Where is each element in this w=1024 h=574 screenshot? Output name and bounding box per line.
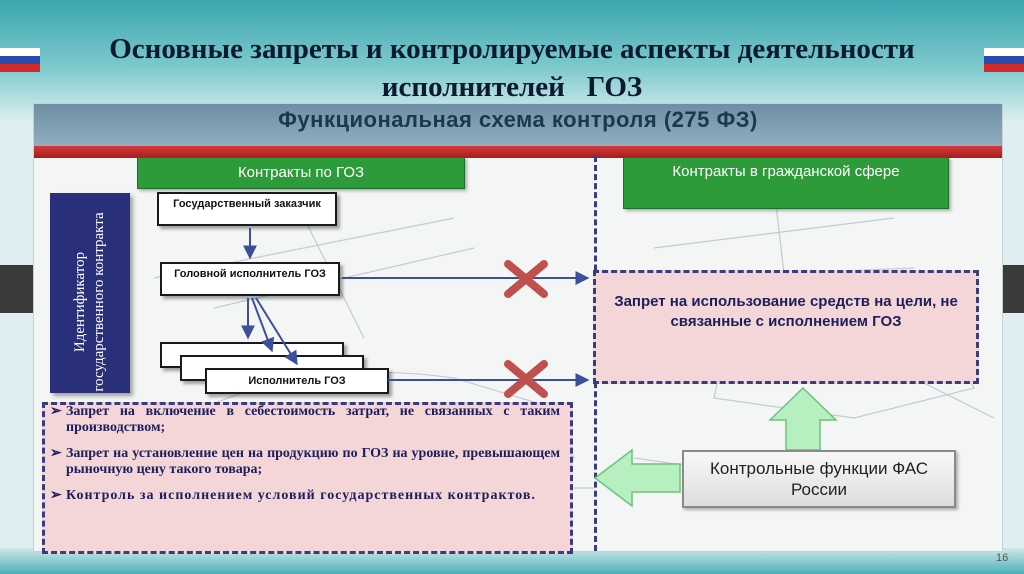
bullet-marker-icon: ➢ bbox=[50, 488, 63, 503]
slide-title-line1: Основные запреты и контролируемые аспект… bbox=[109, 33, 915, 65]
bullet-item: ➢Запрет на включение в себестоимость зат… bbox=[50, 404, 560, 435]
node-head-executor: Головной исполнитель ГОЗ bbox=[160, 262, 340, 296]
ban-funds-text: Запрет на использование средств на цели,… bbox=[614, 293, 958, 330]
contract-identifier-bar: Идентификатор государственного контракта bbox=[50, 193, 130, 393]
fas-control-label: Контрольные функции ФАС России bbox=[710, 459, 928, 499]
scheme-banner: Функциональная схема контроля (275 ФЗ) bbox=[34, 104, 1002, 146]
background-top bbox=[0, 0, 1024, 120]
flag-stripes-right bbox=[984, 48, 1024, 72]
header-goz-contracts: Контракты по ГОЗ bbox=[137, 157, 465, 189]
bullet-marker-icon: ➢ bbox=[50, 446, 62, 461]
flag-stripes-left bbox=[0, 48, 40, 72]
slide-title: Основные запреты и контролируемые аспект… bbox=[40, 30, 984, 106]
scheme-title: Функциональная схема контроля (275 ФЗ) bbox=[278, 107, 758, 132]
node-executor: Исполнитель ГОЗ bbox=[205, 368, 389, 394]
bullet-item: ➢Запрет на установление цен на продукцию… bbox=[50, 446, 560, 477]
bullets-list: ➢Запрет на включение в себестоимость зат… bbox=[50, 404, 560, 514]
bullets-box bbox=[42, 402, 573, 554]
ban-box-funds bbox=[593, 270, 979, 384]
page-number: 16 bbox=[996, 552, 1009, 564]
banner-red-stripe bbox=[34, 146, 1002, 158]
bullet-item: ➢Контроль за исполнением условий государ… bbox=[50, 488, 536, 503]
side-block-right bbox=[1001, 265, 1024, 313]
node-state-customer: Государственный заказчик bbox=[157, 192, 337, 226]
slide-title-line2: исполнителей ГОЗ bbox=[381, 71, 643, 103]
cross-icon bbox=[504, 260, 548, 298]
header-civil-contracts: Контракты в гражданской сфере bbox=[623, 157, 949, 209]
side-block-left bbox=[0, 265, 33, 313]
bullet-marker-icon: ➢ bbox=[50, 404, 62, 419]
fas-control-box: Контрольные функции ФАС России bbox=[682, 450, 956, 508]
